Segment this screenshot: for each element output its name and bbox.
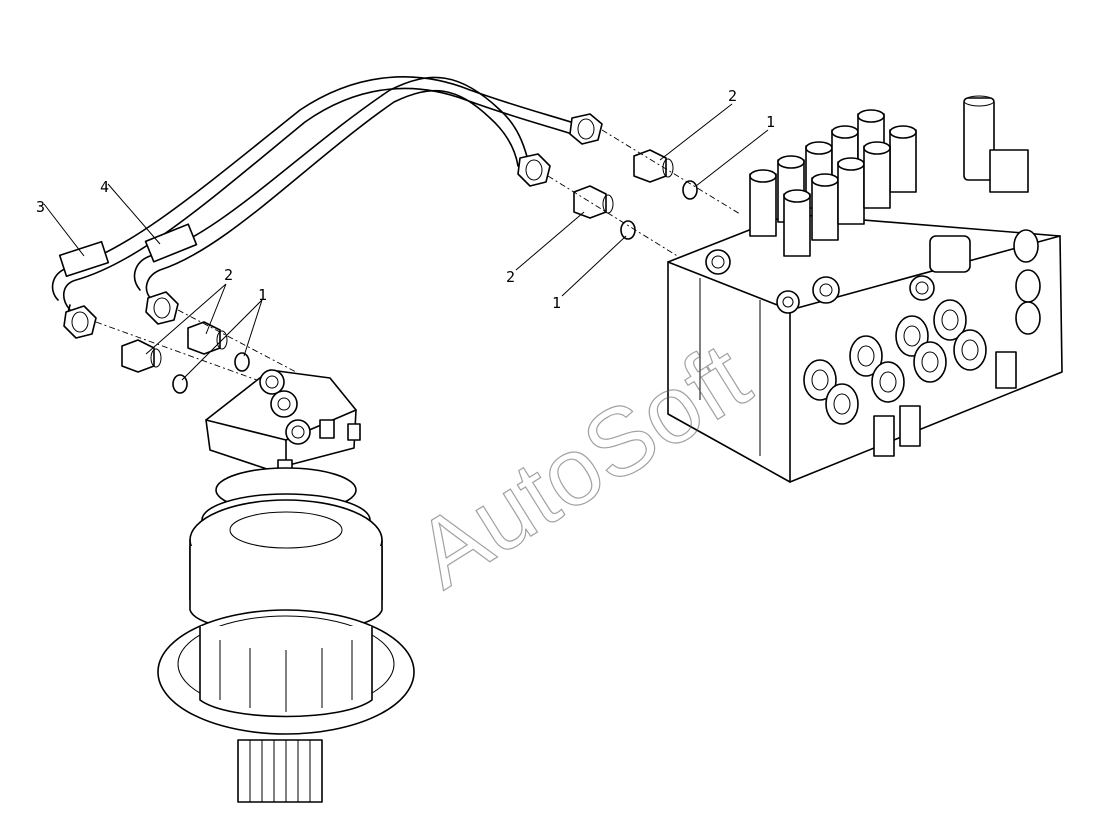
callout-4: 4 — [100, 178, 109, 196]
callout-2-top: 2 — [728, 87, 737, 105]
adapter-2-mid — [573, 185, 614, 219]
callout-2-mid: 2 — [506, 268, 515, 286]
hose-end-nut-left-a — [63, 305, 97, 339]
leader-lines — [43, 103, 769, 381]
callout-3: 3 — [36, 198, 45, 216]
valve-spool-caps — [749, 109, 917, 257]
callout-1-mid: 1 — [552, 294, 561, 312]
adapter-2-left-a — [121, 339, 162, 373]
hose-end-nut-left-b — [145, 291, 179, 325]
assembly-centerlines — [95, 129, 741, 385]
callout-1-top: 1 — [766, 113, 775, 131]
o-ring-1-left-b — [234, 352, 250, 372]
adapter-2-left-b — [187, 321, 228, 355]
o-ring-1-mid — [620, 220, 636, 240]
hose-end-nut-top-right — [569, 113, 603, 145]
callout-2-left: 2 — [224, 266, 233, 284]
callouts: 2 1 2 1 3 4 2 1 — [36, 87, 775, 312]
hose-assembly-3 — [51, 76, 581, 321]
swing-motor — [157, 369, 415, 803]
watermark: AutoSoft — [398, 323, 767, 609]
adapter-2-top — [633, 149, 674, 183]
hose-assembly-4 — [133, 76, 529, 301]
control-valve-block — [667, 95, 1063, 483]
callout-1-left: 1 — [258, 286, 267, 304]
o-ring-1-left-a — [172, 374, 188, 394]
hose-end-nut-top-mid — [517, 153, 551, 187]
